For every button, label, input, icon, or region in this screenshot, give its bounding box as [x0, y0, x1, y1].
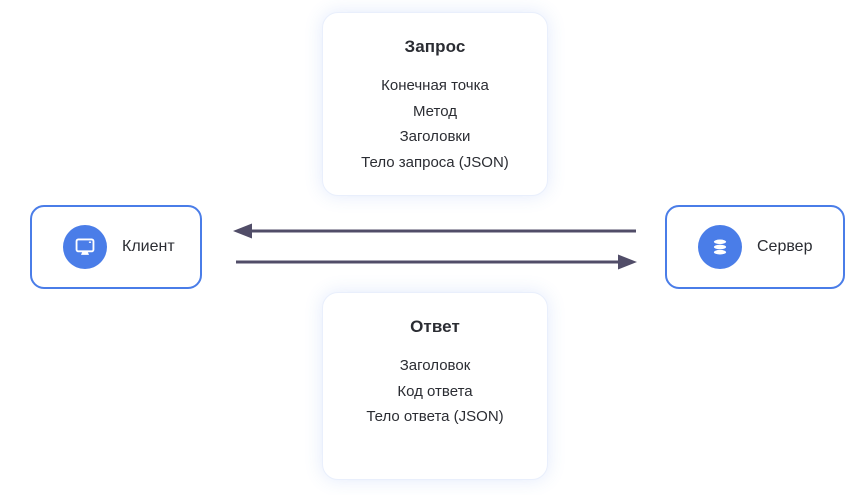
response-item-code: Код ответа [397, 382, 473, 400]
request-card-items: Конечная точка Метод Заголовки Тело запр… [323, 73, 547, 175]
response-item-body: Тело ответа (JSON) [366, 408, 504, 425]
request-card-title: Запрос [404, 37, 466, 56]
response-card-title: Ответ [410, 317, 460, 336]
request-card: Запрос Конечная точка Метод Заголовки Те… [322, 12, 548, 196]
response-card-items: Заголовок Код ответа Тело ответа (JSON) [323, 353, 547, 430]
request-item-method: Метод [413, 102, 457, 120]
request-item-endpoint: Конечная точка [381, 77, 489, 94]
database-icon [698, 225, 742, 269]
client-node: Клиент [30, 205, 202, 289]
request-item-headers: Заголовки [399, 128, 471, 145]
request-item-body: Тело запроса (JSON) [361, 153, 509, 171]
right-arrow [236, 254, 637, 270]
response-card: Ответ Заголовок Код ответа Тело ответа (… [322, 292, 548, 480]
left-arrow [233, 223, 636, 239]
server-node: Сервер [665, 205, 845, 289]
monitor-icon [63, 225, 107, 269]
response-item-header: Заголовок [399, 357, 471, 374]
client-node-label: Клиент [122, 238, 175, 255]
server-node-label: Сервер [757, 238, 813, 255]
